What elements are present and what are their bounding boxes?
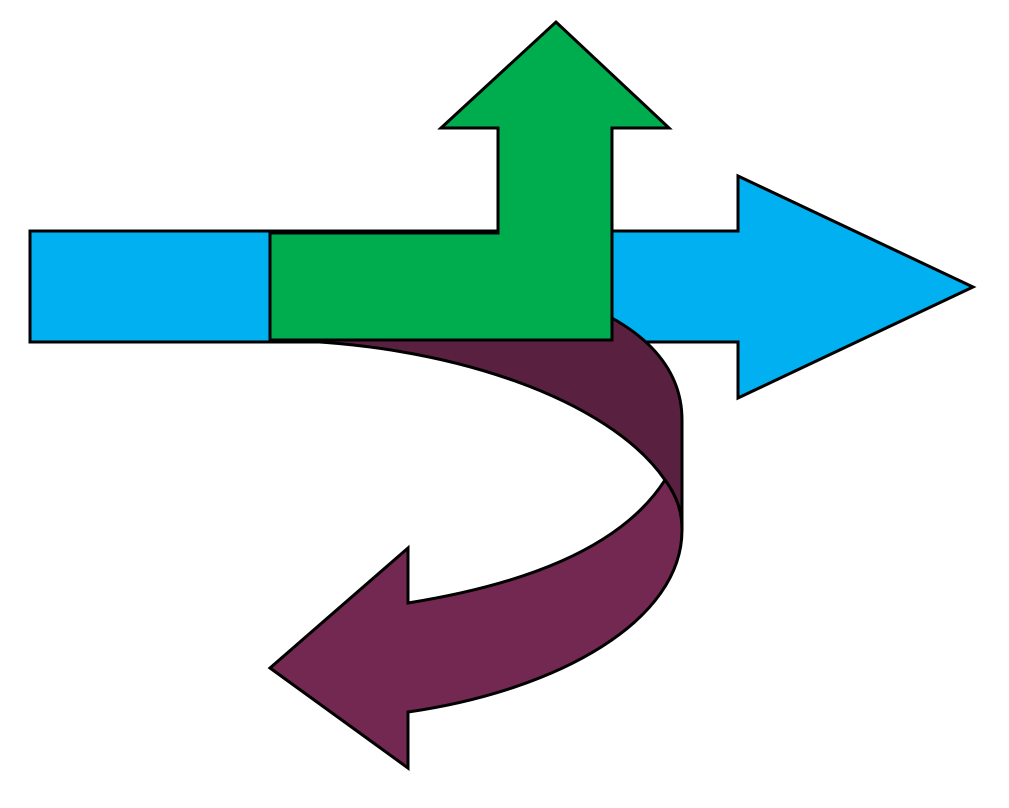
turn-arrow-up (268, 19, 673, 342)
u-turn-arrow-front-band (267, 477, 684, 771)
u-turn-arrow-back-band (268, 316, 684, 532)
